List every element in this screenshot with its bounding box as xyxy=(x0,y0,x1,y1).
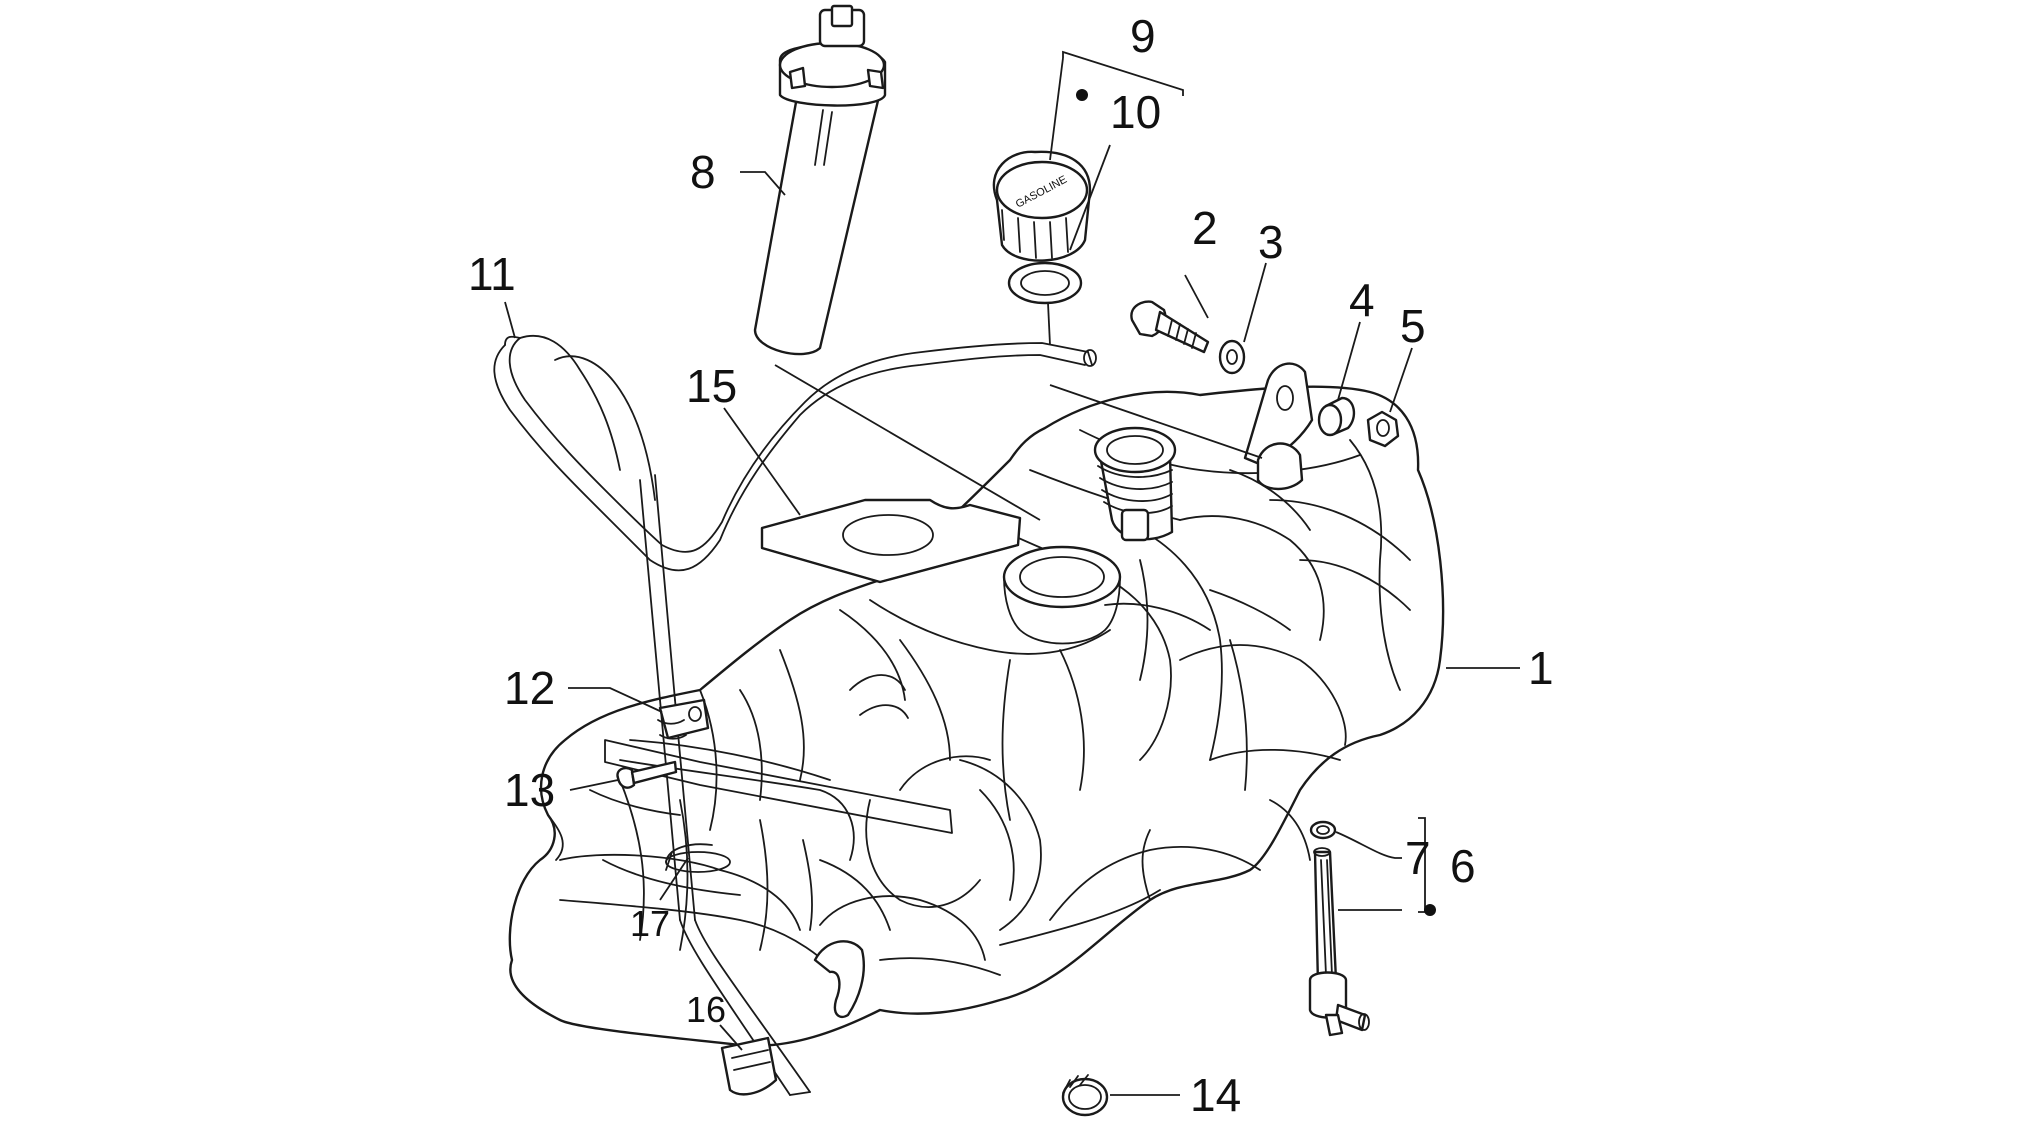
callout-5: 5 xyxy=(1400,300,1426,352)
nut xyxy=(1366,410,1400,448)
tank-filler-neck xyxy=(1002,545,1122,645)
callout-17: 17 xyxy=(630,903,670,944)
washer xyxy=(1218,339,1246,375)
cap-seal-ring xyxy=(1007,261,1083,305)
fuel-level-sender xyxy=(753,4,887,356)
callout-6: 6 xyxy=(1450,840,1476,892)
fuel-tap xyxy=(1308,820,1370,1037)
callout-7: 7 xyxy=(1405,832,1431,884)
hose-clamp xyxy=(665,843,731,873)
spacer xyxy=(1317,396,1356,437)
breather-hose xyxy=(493,335,1097,1096)
tank-threaded-neck xyxy=(1093,426,1177,542)
tank-mounting-bracket xyxy=(1243,362,1314,491)
callout-4: 4 xyxy=(1349,274,1375,326)
bolt xyxy=(1130,300,1210,354)
callout-1: 1 xyxy=(1528,642,1554,694)
callout-16: 16 xyxy=(686,989,726,1030)
fuel-tank xyxy=(508,362,1445,1047)
callout-3: 3 xyxy=(1258,216,1284,268)
callout-11: 11 xyxy=(468,248,516,300)
callout-2: 2 xyxy=(1192,202,1218,254)
callout-numbers: 1 2 3 4 5 6 7 8 9 10 11 12 13 14 15 16 1… xyxy=(468,10,1554,1121)
leader-lines xyxy=(504,50,1520,1096)
callout-12: 12 xyxy=(504,662,555,714)
callout-9: 9 xyxy=(1130,10,1156,62)
callout-15: 15 xyxy=(686,360,737,412)
callout-14: 14 xyxy=(1190,1069,1241,1121)
hose-bracket xyxy=(657,698,710,740)
screw xyxy=(616,760,678,789)
callout-dot-9 xyxy=(1076,89,1088,101)
callout-8: 8 xyxy=(690,146,716,198)
fuel-cap: GASOLINE xyxy=(992,150,1092,262)
rubber-pad xyxy=(760,498,1022,584)
callout-10: 10 xyxy=(1110,86,1161,138)
band-clamp xyxy=(1061,1074,1109,1117)
hose-clip xyxy=(720,1036,778,1096)
callout-13: 13 xyxy=(504,764,555,816)
callout-dot-6 xyxy=(1424,904,1436,916)
